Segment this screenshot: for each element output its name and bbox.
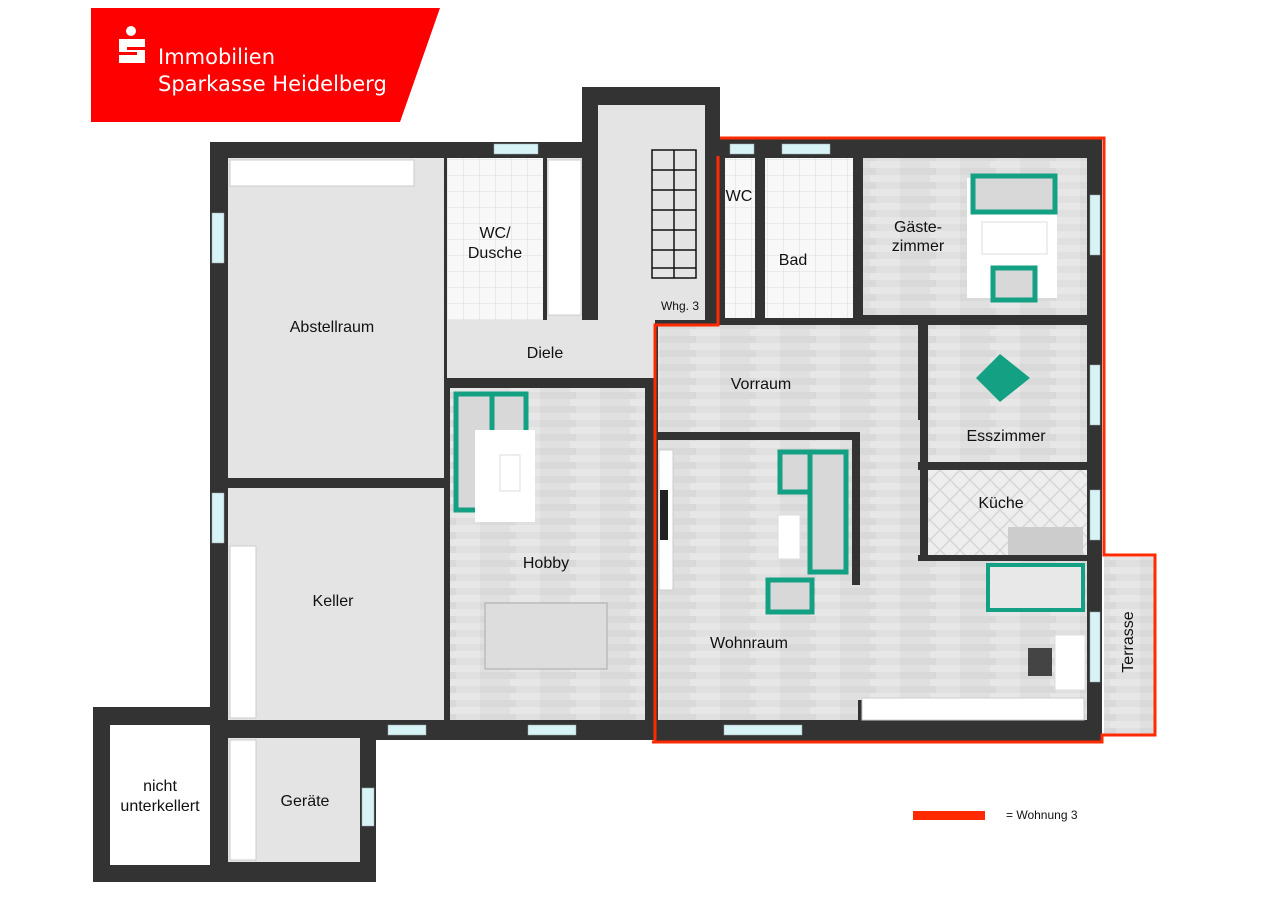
sparkasse-logo: Immobilien Sparkasse Heidelberg — [91, 8, 440, 122]
label-diele: Diele — [527, 345, 564, 362]
room-keller — [228, 488, 444, 720]
label-wc-dusche-1: WC/ — [479, 225, 511, 242]
windows — [211, 143, 1101, 827]
room-nicht-unterkellert — [110, 725, 210, 865]
room-wohnraum-ext — [920, 560, 1087, 720]
staircase — [651, 149, 697, 279]
room-vorraum-wohnraum — [658, 325, 920, 720]
label-gaeste-1: Gäste- — [894, 219, 942, 236]
room-geraete — [228, 738, 360, 862]
label-wohnraum: Wohnraum — [710, 635, 788, 652]
label-vorraum: Vorraum — [731, 376, 791, 393]
sparkasse-s-icon — [119, 26, 145, 63]
label-terrasse: Terrasse — [1120, 611, 1137, 672]
label-nicht-2: unterkellert — [120, 798, 200, 815]
label-gaeste-2: zimmer — [892, 238, 945, 255]
label-abstellraum: Abstellraum — [290, 319, 374, 336]
label-wc: WC — [726, 188, 753, 205]
room-wc — [725, 158, 755, 318]
legend-text: = Wohnung 3 — [1006, 808, 1078, 822]
wohnung-3-outline — [652, 136, 1157, 744]
label-nicht-1: nicht — [143, 778, 177, 795]
room-kueche — [928, 470, 1087, 555]
room-hobby — [450, 388, 645, 720]
label-geraete: Geräte — [281, 793, 330, 810]
room-esszimmer — [928, 325, 1087, 462]
label-wc-dusche-2: Dusche — [468, 245, 522, 262]
room-abstellraum — [228, 158, 444, 478]
room-gaestezimmer — [863, 158, 1087, 315]
cabinets — [229, 159, 1085, 861]
terrace-deck — [1104, 557, 1154, 734]
room-bad — [765, 158, 853, 318]
room-stair — [598, 105, 705, 320]
room-wc-dusche — [447, 158, 543, 320]
label-esszimmer: Esszimmer — [966, 428, 1046, 445]
label-keller: Keller — [313, 593, 355, 610]
closet — [547, 158, 582, 320]
label-bad: Bad — [779, 252, 807, 269]
legend-swatch — [913, 811, 985, 820]
furniture — [453, 173, 1086, 691]
label-hobby: Hobby — [523, 555, 569, 572]
label-kueche: Küche — [978, 495, 1023, 512]
floors — [110, 105, 1154, 865]
room-diele — [447, 320, 655, 378]
logo-line1: Immobilien — [158, 45, 275, 69]
walls — [93, 87, 1102, 882]
logo-line2: Sparkasse Heidelberg — [158, 72, 387, 96]
label-whg3: Whg. 3 — [661, 299, 699, 313]
